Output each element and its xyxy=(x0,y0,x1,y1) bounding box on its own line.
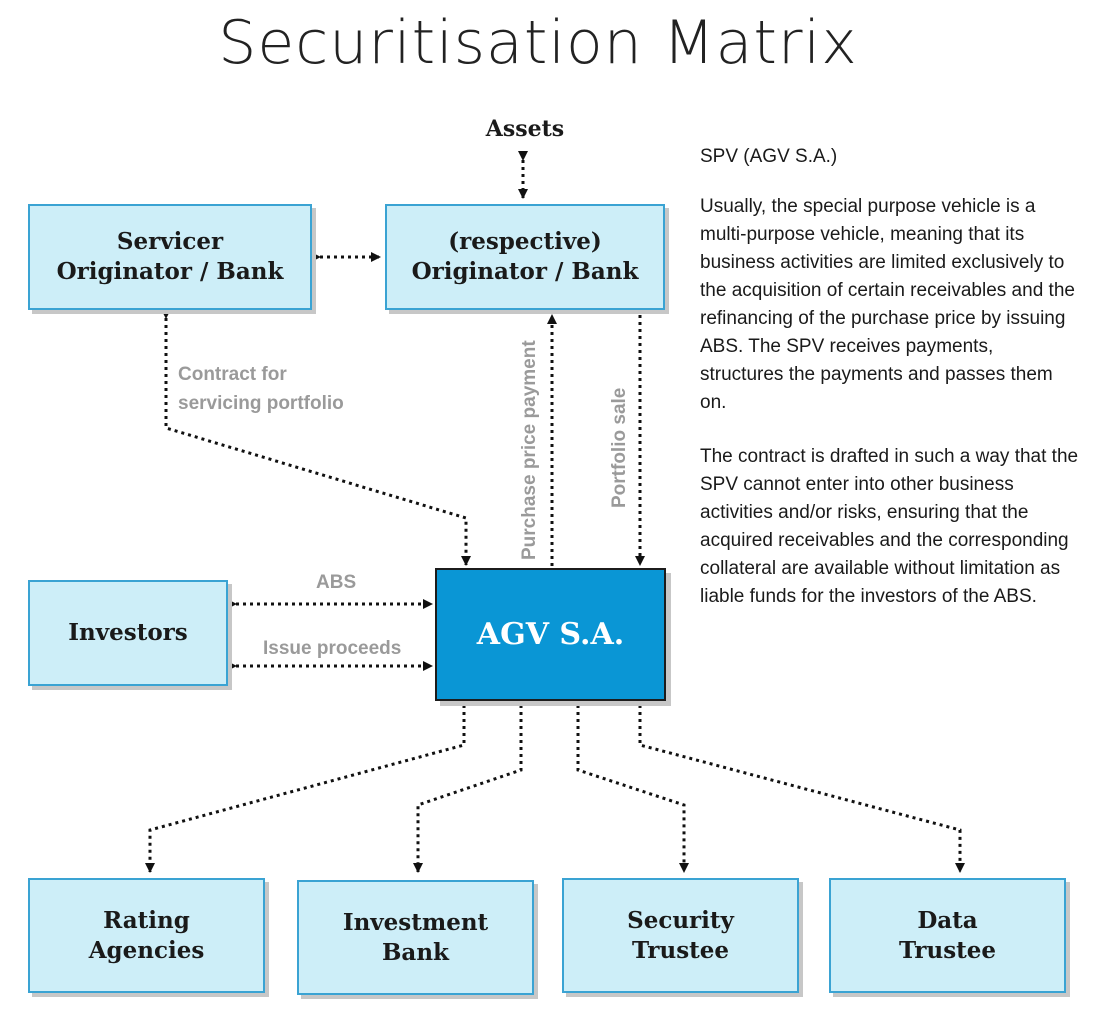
servicing-contract-label: Contract for servicing portfolio xyxy=(178,360,344,418)
connector-security-trustee xyxy=(573,696,689,873)
connector-investment-bank xyxy=(413,696,526,873)
investors-label: Investors xyxy=(68,619,188,646)
originator-bank-box: (respective) Originator / Bank xyxy=(385,204,665,310)
investment-bank-box: Investment Bank xyxy=(297,880,534,995)
rating-line1: Rating xyxy=(103,906,190,934)
security-trustee-line2: Trustee xyxy=(631,936,730,964)
spv-label: AGV S.A. xyxy=(476,616,625,652)
originator-line1: (respective) xyxy=(448,228,602,255)
connector-servicer-spv xyxy=(161,309,471,566)
originator-line2: Originator / Bank xyxy=(411,258,639,285)
investors-box: Investors xyxy=(28,580,228,686)
portfolio-sale-label: Portfolio sale xyxy=(609,387,630,508)
servicer-line2: Originator / Bank xyxy=(56,258,284,285)
rating-line2: Agencies xyxy=(88,936,205,964)
data-trustee-box: Data Trustee xyxy=(829,878,1066,993)
assets-label: Assets xyxy=(485,116,565,142)
spv-paragraph-1: Usually, the special purpose vehicle is … xyxy=(700,196,1075,413)
servicing-label-line2: servicing portfolio xyxy=(178,393,344,414)
data-trustee-line2: Trustee xyxy=(898,936,997,964)
connector-rating xyxy=(145,696,469,873)
connector-data-trustee xyxy=(635,696,965,873)
servicer-originator-box: Servicer Originator / Bank xyxy=(28,204,312,310)
page-title: Securitisation Matrix xyxy=(218,8,858,78)
investment-bank-line2: Bank xyxy=(381,938,449,966)
spv-heading: SPV (AGV S.A.) xyxy=(700,146,838,167)
abs-label: ABS xyxy=(316,572,357,593)
purchase-price-label: Purchase price payment xyxy=(519,340,540,560)
data-trustee-line1: Data xyxy=(917,906,978,934)
spv-paragraph-2: The contract is drafted in such a way th… xyxy=(700,446,1079,607)
issue-proceeds-label: Issue proceeds xyxy=(263,638,402,659)
spv-agv-box: AGV S.A. xyxy=(435,568,666,701)
security-trustee-box: Security Trustee xyxy=(562,878,799,993)
spv-description: SPV (AGV S.A.) Usually, the special purp… xyxy=(700,143,1080,637)
servicer-line1: Servicer xyxy=(116,228,224,255)
investment-bank-line1: Investment xyxy=(342,908,489,936)
rating-agencies-box: Rating Agencies xyxy=(28,878,265,993)
security-trustee-line1: Security xyxy=(627,906,734,934)
servicing-label-line1: Contract for xyxy=(178,364,287,385)
